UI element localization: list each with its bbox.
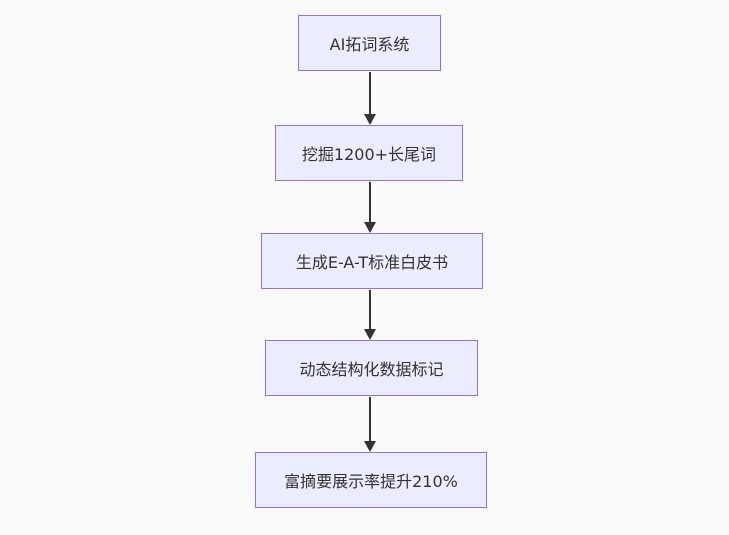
arrowhead-down-icon <box>363 329 376 340</box>
flow-edge-a-b <box>363 72 376 125</box>
edge-line <box>368 182 371 223</box>
flow-node-longtail-mining: 挖掘1200+长尾词 <box>275 125 463 181</box>
arrowhead-down-icon <box>363 114 376 125</box>
flow-node-rich-snippet-result: 富摘要展示率提升210% <box>255 452 487 508</box>
flow-node-label: AI拓词系统 <box>329 35 410 54</box>
flow-node-ai-word-expansion: AI拓词系统 <box>298 15 441 71</box>
flow-edge-b-c <box>363 182 376 233</box>
arrowhead-down-icon <box>363 222 376 233</box>
edge-line <box>368 290 371 330</box>
flow-node-label: 生成E-A-T标准白皮书 <box>295 253 449 272</box>
edge-line <box>368 397 371 442</box>
flow-node-label: 富摘要展示率提升210% <box>284 472 458 491</box>
arrowhead-down-icon <box>363 441 376 452</box>
flow-edge-d-e <box>363 397 376 452</box>
flow-node-label: 挖掘1200+长尾词 <box>301 145 437 164</box>
edge-line <box>368 72 371 115</box>
flow-edge-c-d <box>363 290 376 340</box>
flow-node-label: 动态结构化数据标记 <box>299 360 444 379</box>
flow-node-structured-data-markup: 动态结构化数据标记 <box>265 340 478 396</box>
flow-node-eat-whitepaper: 生成E-A-T标准白皮书 <box>261 233 483 289</box>
